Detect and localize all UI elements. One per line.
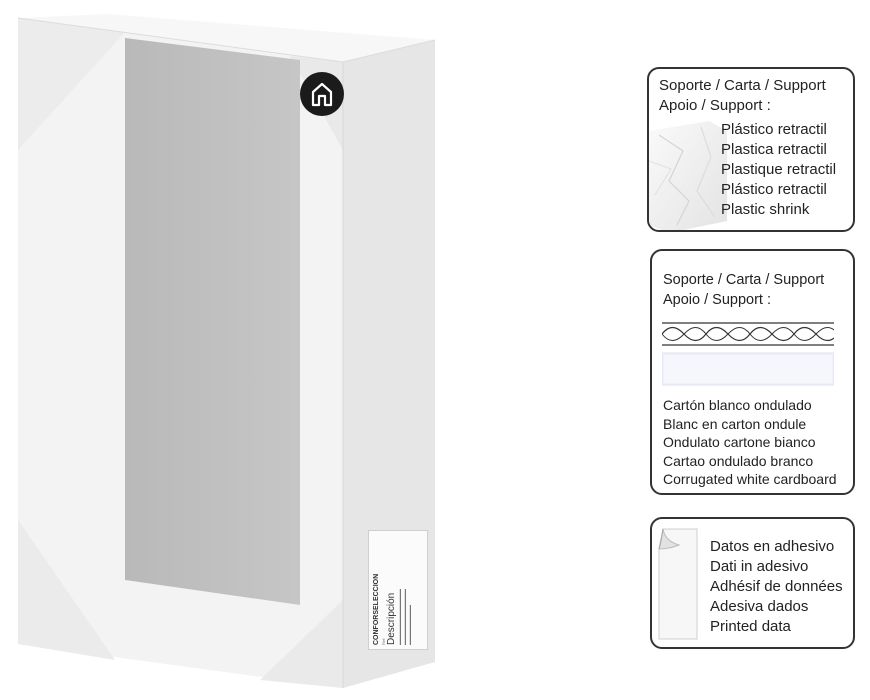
panel-item: Datos en adhesivo: [710, 538, 835, 555]
box-window: [125, 38, 300, 605]
box-label-sticker: CONFORSELECCION Ref: Descripción ▬▬▬▬▬▬▬…: [368, 530, 428, 650]
panel-item: Adhésif de données: [710, 578, 843, 595]
panel-item: Ondulato cartone bianco: [663, 434, 816, 450]
panel-item: Blanc en carton ondule: [663, 416, 807, 432]
panel-item: Plastic shrink: [721, 201, 810, 218]
support-panel-sticker: Datos en adhesivo Dati in adesivo Adhési…: [650, 517, 855, 649]
panel-item: Plástico retractil: [721, 181, 827, 198]
panel-item: Cartao ondulado branco: [663, 453, 814, 469]
sticker-icon: [658, 528, 698, 640]
support-panel-shrink: Soporte / Carta / Support Apoio / Suppor…: [647, 67, 855, 232]
panel-header-line-2: Apoio / Support :: [663, 292, 772, 308]
box-side: [343, 40, 435, 688]
product-box: CONFORSELECCION Ref: Descripción ▬▬▬▬▬▬▬…: [17, 14, 436, 688]
panel-header-line-2: Apoio / Support :: [659, 97, 771, 114]
box-illustration: [17, 14, 436, 688]
panel-item: Cartón blanco ondulado: [663, 397, 812, 413]
panel-item: Plastica retractil: [721, 141, 827, 158]
shrink-wrap-icon: [649, 121, 727, 230]
label-title: Descripción: [386, 592, 397, 645]
corrugated-cardboard-icon: [662, 322, 834, 386]
panel-item: Plástico retractil: [721, 121, 827, 138]
house-icon: [300, 72, 344, 116]
panel-header-line-1: Soporte / Carta / Support: [659, 77, 826, 94]
label-brand: CONFORSELECCION: [373, 573, 380, 645]
panel-header-line-1: Soporte / Carta / Support: [663, 272, 825, 288]
support-panel-cardboard: Soporte / Carta / Support Apoio / Suppor…: [650, 249, 855, 495]
panel-item: Adesiva dados: [710, 598, 809, 615]
panel-item: Plastique retractil: [721, 161, 837, 178]
panel-item: Dati in adesivo: [710, 558, 809, 575]
panel-item: Corrugated white cardboard: [663, 471, 837, 487]
panel-item: Printed data: [710, 618, 791, 635]
box-top: [18, 14, 435, 62]
